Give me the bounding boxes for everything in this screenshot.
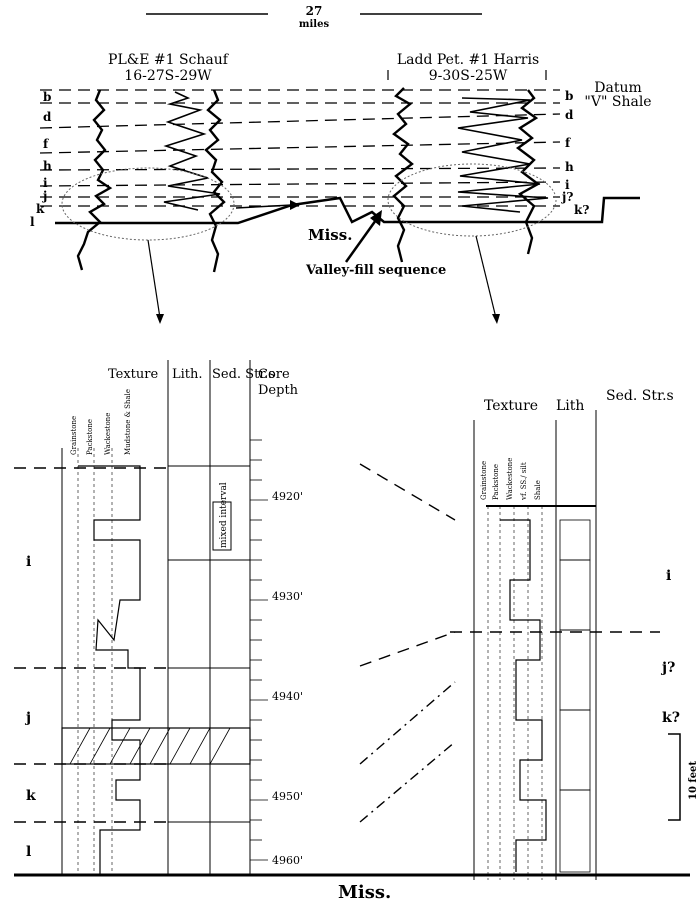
svg-text:l: l bbox=[30, 215, 35, 229]
miss-label-bottom: Miss. bbox=[338, 882, 391, 903]
core-left-texture-header: Texture bbox=[108, 367, 158, 382]
right-markers: b d f h i j? k? bbox=[561, 89, 589, 217]
core-left: Texture Lith. Sed. Str.s Core Depth Grai… bbox=[14, 360, 303, 875]
unit-i-left: i bbox=[26, 554, 31, 570]
depth-4930: 4930' bbox=[272, 590, 303, 603]
core-left-sed-header: Sed. Str.s bbox=[212, 367, 275, 382]
well-right-location: 9-30S-25W bbox=[429, 68, 508, 84]
well-left-name: PL&E #1 Schauf bbox=[108, 52, 230, 68]
svg-text:Shale: Shale bbox=[534, 480, 542, 500]
datum-label: Datum bbox=[594, 80, 642, 96]
datum-shale-label: "V" Shale bbox=[584, 94, 651, 110]
svg-text:h: h bbox=[43, 159, 52, 173]
unit-j-right: j? bbox=[660, 660, 675, 676]
core-correlation-lines bbox=[359, 463, 456, 823]
miss-label-top: Miss. bbox=[308, 226, 352, 244]
scale-value: 27 bbox=[306, 4, 323, 18]
core-left-lith-header: Lith. bbox=[172, 367, 203, 382]
svg-text:Wackestone: Wackestone bbox=[506, 458, 514, 500]
core-right-lith-header: Lith bbox=[556, 398, 584, 414]
depth-4920: 4920' bbox=[272, 490, 303, 503]
svg-text:b: b bbox=[565, 89, 573, 103]
correlation-lines bbox=[39, 89, 561, 207]
svg-text:j: j bbox=[42, 189, 47, 203]
scale-bar-10ft: 10 feet bbox=[688, 761, 699, 800]
svg-text:Sed. Str.s: Sed. Str.s bbox=[606, 388, 674, 404]
unit-i-right: i bbox=[666, 568, 671, 584]
well-left-location: 16-27S-29W bbox=[124, 68, 212, 84]
unit-j-left: j bbox=[24, 710, 31, 726]
svg-text:i: i bbox=[43, 176, 48, 190]
svg-text:Packstone: Packstone bbox=[492, 464, 500, 500]
valley-ellipse-left bbox=[61, 167, 235, 241]
svg-text:j?: j? bbox=[561, 190, 573, 204]
scale-bar: 27 miles bbox=[146, 4, 482, 30]
svg-text:Wackestone: Wackestone bbox=[104, 413, 112, 455]
well-right-name: Ladd Pet. #1 Harris bbox=[397, 52, 539, 68]
unconformity-surface bbox=[55, 196, 640, 225]
left-markers: b d f h i j k l bbox=[30, 90, 52, 229]
svg-text:Packstone: Packstone bbox=[86, 419, 94, 455]
svg-text:f: f bbox=[43, 137, 49, 151]
unit-l-left: l bbox=[26, 844, 31, 860]
mixed-interval-label: mixed interval bbox=[219, 482, 229, 548]
svg-text:d: d bbox=[565, 108, 574, 122]
core-left-depth-header-2: Depth bbox=[258, 383, 299, 398]
unit-k-right: k? bbox=[662, 710, 680, 726]
svg-text:Grainstone: Grainstone bbox=[70, 416, 78, 455]
svg-text:Mudstone & Shale: Mudstone & Shale bbox=[124, 389, 132, 455]
scale-unit: miles bbox=[299, 19, 330, 30]
svg-text:f: f bbox=[565, 136, 571, 150]
core-right-texture-header: Texture bbox=[484, 398, 538, 414]
core-right: Texture Lith Sed. Str.s Grainstone Packs… bbox=[450, 388, 699, 880]
svg-text:Grainstone: Grainstone bbox=[480, 461, 488, 500]
svg-text:k?: k? bbox=[574, 203, 589, 217]
valley-fill-label: Valley-fill sequence bbox=[305, 263, 446, 278]
svg-text:h: h bbox=[565, 160, 574, 174]
svg-text:vf. SS./ silt: vf. SS./ silt bbox=[520, 462, 528, 501]
svg-text:i: i bbox=[565, 178, 570, 192]
well-log-traces bbox=[76, 87, 549, 273]
svg-text:b: b bbox=[43, 90, 51, 104]
core-left-depth-header: Core bbox=[258, 367, 290, 382]
unit-k-left: k bbox=[26, 788, 36, 804]
depth-4950: 4950' bbox=[272, 790, 303, 803]
depth-4940: 4940' bbox=[272, 690, 303, 703]
svg-text:d: d bbox=[43, 110, 52, 124]
depth-4960: 4960' bbox=[272, 854, 303, 867]
valley-ellipse-right bbox=[387, 163, 557, 237]
svg-text:k: k bbox=[36, 202, 45, 216]
